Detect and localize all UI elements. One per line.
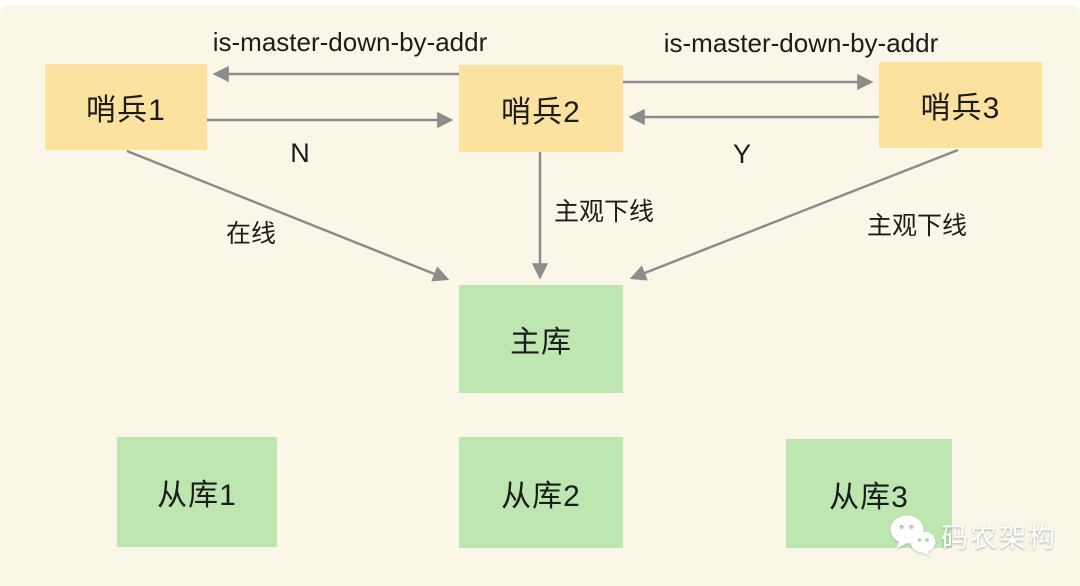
edge-label-subjective-down-middle: 主观下线 [554,198,655,226]
node-master-db: 主库 [459,285,623,393]
node-slave-db-1: 从库1 [117,437,277,547]
edge-s1-to-master [126,149,450,282]
node-sentinel-3: 哨兵3 [879,62,1042,148]
edge-label-subjective-down-right: 主观下线 [866,212,968,240]
edge-label-is-master-down-by-addr-right: is-master-down-by-addr [663,28,939,58]
watermark: 码农架构 [889,514,1057,556]
edge-label-online: 在线 [225,220,277,248]
wechat-icon [889,514,936,556]
edge-label-reply-y: Y [732,139,752,169]
edge-label-is-master-down-by-addr-left: is-master-down-by-addr [212,27,488,57]
node-slave-db-2: 从库2 [459,437,623,548]
watermark-text: 码农架构 [941,522,1057,553]
edge-label-reply-n: N [290,138,310,168]
node-sentinel-2: 哨兵2 [459,65,623,152]
node-sentinel-1: 哨兵1 [45,64,207,150]
